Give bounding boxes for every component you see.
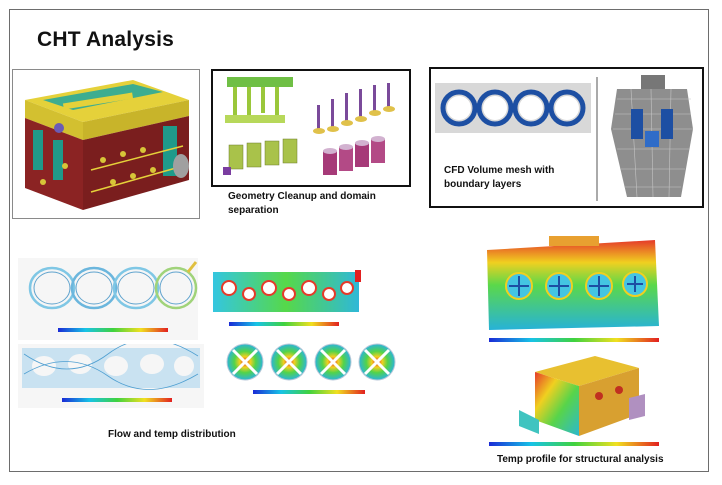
temp-gasket-contour-image xyxy=(219,340,399,398)
cfd-mesh-caption: CFD Volume mesh with boundary layers xyxy=(444,165,555,190)
engine-block-cad-image xyxy=(12,69,200,219)
cfd-mesh-panel xyxy=(429,67,704,208)
cylinder-head-temperature-image xyxy=(479,230,669,348)
temp-profile-caption: Temp profile for structural analysis xyxy=(497,454,664,465)
engine-block-temperature-image xyxy=(479,350,669,450)
flow-temp-caption: Flow and temp distribution xyxy=(108,429,236,440)
slide-title: CHT Analysis xyxy=(37,28,174,51)
slide: CHT Analysis xyxy=(9,9,709,472)
geometry-caption: Geometry Cleanup and domain separation xyxy=(228,191,376,216)
flow-velocity-liner-image xyxy=(18,258,198,340)
flow-velocity-head-image xyxy=(18,344,204,408)
temp-head-contour-image xyxy=(209,266,365,330)
geometry-cleanup-image xyxy=(211,69,411,187)
